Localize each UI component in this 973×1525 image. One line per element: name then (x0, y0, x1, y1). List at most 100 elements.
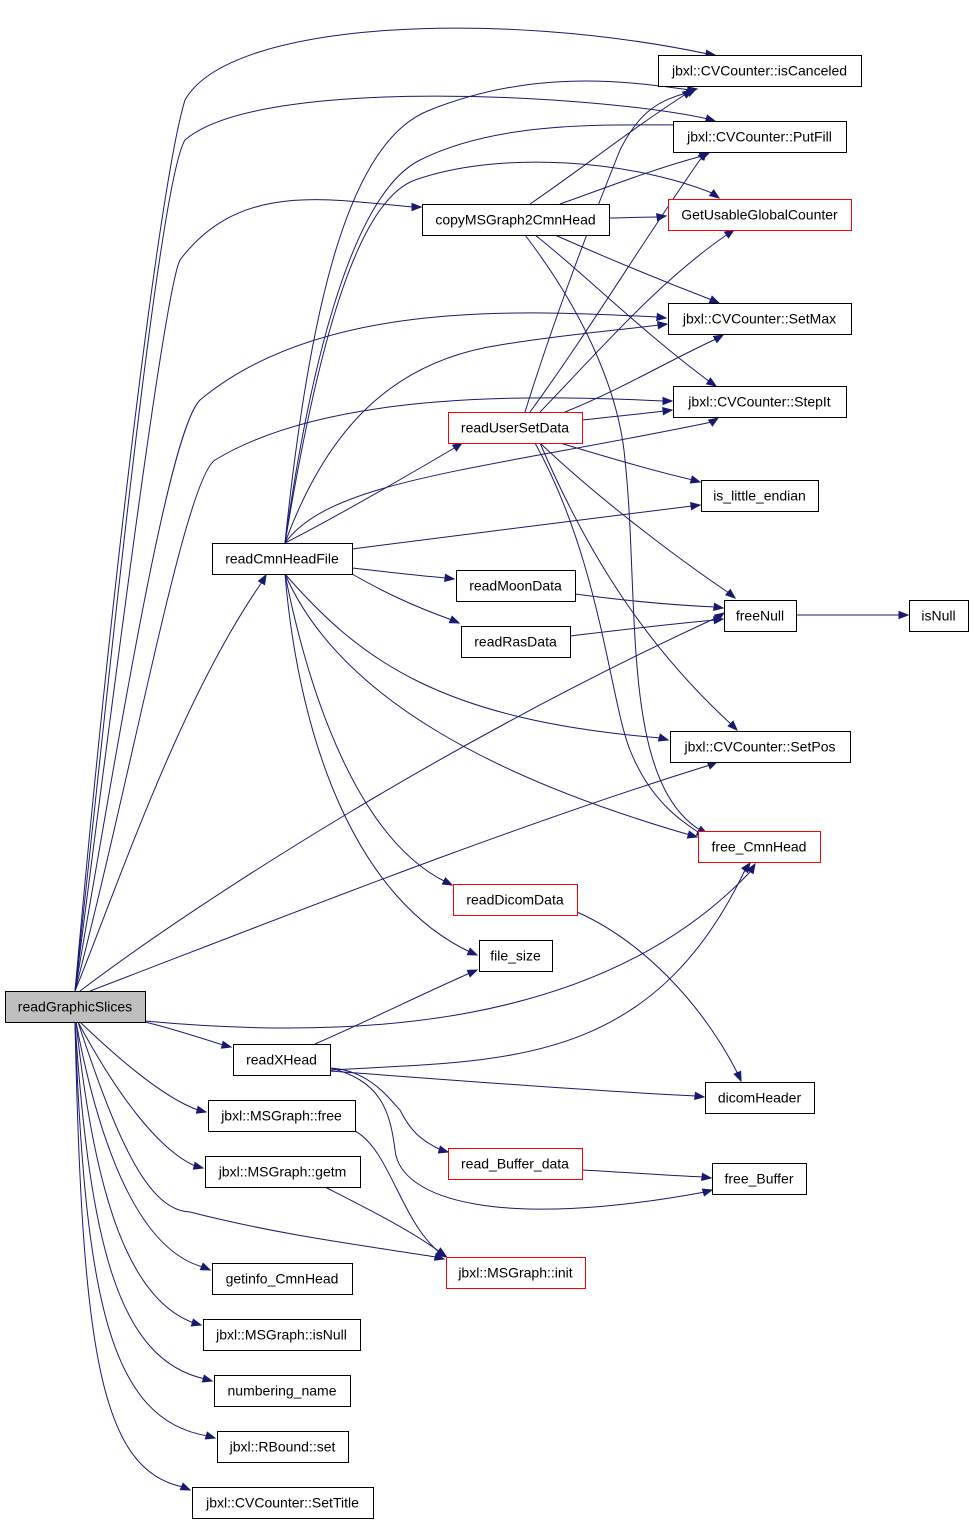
edge-14 (75, 1021, 195, 1324)
node-box-StepIt[interactable] (673, 386, 847, 418)
edge-7 (89, 764, 711, 992)
node-box-readDicomData[interactable] (453, 884, 578, 916)
node-label-file_size: file_size (490, 948, 541, 964)
node-box-RBound_set[interactable] (217, 1431, 349, 1463)
node-box-dicomHeader[interactable] (705, 1082, 815, 1114)
node-label-numbering_name: numbering_name (228, 1383, 337, 1399)
node-msg_isNull[interactable]: jbxl::MSGraph::isNull (203, 1319, 361, 1351)
node-box-numbering_name[interactable] (214, 1375, 351, 1407)
node-label-free_Buffer: free_Buffer (724, 1171, 793, 1187)
node-box-readXHead[interactable] (233, 1044, 331, 1076)
node-box-msg_init[interactable] (446, 1257, 586, 1289)
node-file_size[interactable]: file_size (479, 940, 553, 972)
node-readCmnHeadFile[interactable]: readCmnHeadFile (212, 543, 353, 575)
node-label-free_CmnHead: free_CmnHead (712, 839, 807, 855)
node-box-free_Buffer[interactable] (712, 1163, 807, 1195)
node-read_Buffer_data[interactable]: read_Buffer_data (448, 1148, 583, 1180)
edge-arrowhead-50 (466, 969, 479, 978)
edge-27 (284, 573, 662, 739)
node-box-isCanceled[interactable] (658, 55, 862, 87)
edge-42 (559, 442, 694, 481)
edge-1 (74, 95, 709, 992)
node-dicomHeader[interactable]: dicomHeader (705, 1082, 815, 1114)
node-box-free_CmnHead[interactable] (698, 831, 821, 863)
edge-2 (74, 199, 414, 992)
node-box-getinfo_CmnHead[interactable] (212, 1263, 353, 1295)
node-box-read_Buffer_data[interactable] (448, 1148, 583, 1180)
node-readGraphicSlices[interactable]: readGraphicSlices (5, 991, 146, 1023)
node-readMoonData[interactable]: readMoonData (456, 570, 576, 602)
node-freeNull[interactable]: freeNull (724, 600, 797, 632)
edge-28 (284, 573, 691, 836)
edge-20 (284, 161, 713, 544)
edge-arrowhead-47 (713, 615, 725, 625)
node-label-GetUsableGlobalCounter: GetUsableGlobalCounter (681, 207, 838, 223)
node-isNull[interactable]: isNull (909, 600, 969, 632)
node-box-readMoonData[interactable] (456, 570, 576, 602)
edge-22 (284, 421, 713, 544)
node-StepIt[interactable]: jbxl::CVCounter::StepIt (673, 386, 847, 418)
node-box-GetUsableGlobalCounter[interactable] (668, 199, 852, 231)
node-label-freeNull: freeNull (736, 608, 784, 624)
node-readXHead[interactable]: readXHead (233, 1044, 331, 1076)
node-box-readRasData[interactable] (461, 626, 571, 658)
node-getinfo_CmnHead[interactable]: getinfo_CmnHead (212, 1263, 353, 1295)
edge-25 (351, 567, 447, 579)
edge-arrowhead-52 (694, 1091, 706, 1101)
node-GetUsableGlobalCounter[interactable]: GetUsableGlobalCounter (668, 199, 852, 231)
node-label-StepIt: jbxl::CVCounter::StepIt (687, 394, 831, 410)
node-box-readGraphicSlices[interactable] (5, 991, 146, 1023)
node-PutFill[interactable]: jbxl::CVCounter::PutFill (673, 121, 847, 153)
edge-49 (576, 911, 739, 1075)
node-readRasData[interactable]: readRasData (461, 626, 571, 658)
node-free_CmnHead[interactable]: free_CmnHead (698, 831, 821, 863)
node-readUserSetData[interactable]: readUserSetData (448, 412, 583, 444)
node-box-PutFill[interactable] (673, 121, 847, 153)
edge-arrowhead-30 (466, 947, 479, 956)
edge-arrowhead-11 (192, 1161, 205, 1170)
node-box-copyMSGraph2CmnHead[interactable] (422, 204, 610, 236)
node-msg_init[interactable]: jbxl::MSGraph::init (446, 1257, 586, 1289)
edge-30 (284, 573, 471, 953)
node-box-readCmnHeadFile[interactable] (212, 543, 353, 575)
node-box-getm[interactable] (205, 1156, 361, 1188)
node-isCanceled[interactable]: jbxl::CVCounter::isCanceled (658, 55, 862, 87)
edge-26 (351, 573, 453, 621)
node-box-isNull[interactable] (909, 600, 969, 632)
node-box-file_size[interactable] (479, 940, 553, 972)
node-numbering_name[interactable]: numbering_name (214, 1375, 351, 1407)
edge-arrowhead-40 (712, 334, 725, 344)
edge-15 (74, 1021, 206, 1380)
node-readDicomData[interactable]: readDicomData (453, 884, 578, 916)
node-box-msg_isNull[interactable] (203, 1319, 361, 1351)
edge-arrowhead-5 (257, 573, 267, 586)
edge-57 (324, 1186, 441, 1253)
node-free_Buffer[interactable]: free_Buffer (712, 1163, 807, 1195)
edge-40 (564, 338, 717, 413)
edge-arrowhead-9 (220, 1040, 233, 1049)
node-SetTitle[interactable]: jbxl::CVCounter::SetTitle (192, 1487, 374, 1519)
node-label-getinfo_CmnHead: getinfo_CmnHead (226, 1271, 339, 1287)
node-msg_free[interactable]: jbxl::MSGraph::free (208, 1100, 356, 1132)
node-label-is_little_endian: is_little_endian (713, 488, 806, 504)
node-RBound_set[interactable]: jbxl::RBound::set (217, 1431, 349, 1463)
node-box-is_little_endian[interactable] (701, 480, 819, 512)
edge-arrowhead-8 (746, 862, 756, 875)
node-box-readUserSetData[interactable] (448, 412, 583, 444)
edge-55 (581, 1169, 704, 1178)
node-SetPos[interactable]: jbxl::CVCounter::SetPos (670, 731, 851, 763)
edge-arrowhead-3 (656, 312, 668, 322)
node-box-SetPos[interactable] (670, 731, 851, 763)
node-label-SetPos: jbxl::CVCounter::SetPos (684, 739, 836, 755)
edge-arrowhead-42 (689, 475, 702, 484)
node-SetMax[interactable]: jbxl::CVCounter::SetMax (668, 303, 852, 335)
node-getm[interactable]: jbxl::MSGraph::getm (205, 1156, 361, 1188)
node-box-msg_free[interactable] (208, 1100, 356, 1132)
node-copyMSGraph2CmnHead[interactable]: copyMSGraph2CmnHead (422, 204, 610, 236)
node-is_little_endian[interactable]: is_little_endian (701, 480, 819, 512)
node-box-SetMax[interactable] (668, 303, 852, 335)
edge-52 (329, 1070, 697, 1097)
node-box-SetTitle[interactable] (192, 1487, 374, 1519)
edge-23 (284, 446, 457, 544)
node-box-freeNull[interactable] (724, 600, 797, 632)
